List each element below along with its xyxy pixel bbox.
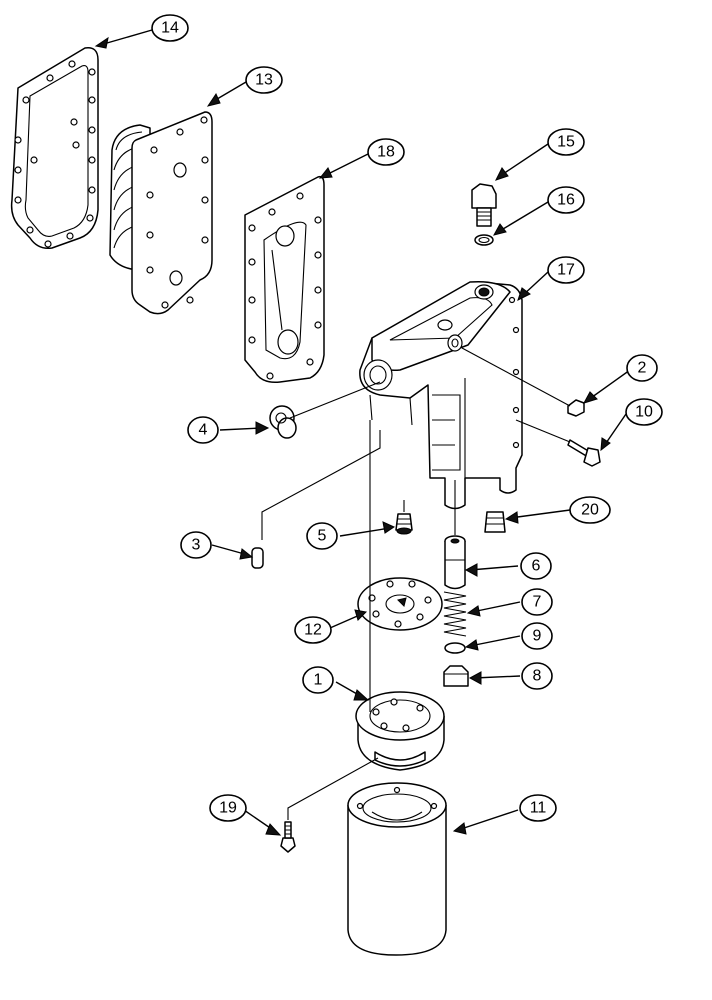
part-1-filter-adapter	[355, 691, 445, 771]
callout-19: 19	[209, 794, 247, 822]
callout-6-label: 6	[532, 558, 541, 575]
part-5-valve	[395, 513, 413, 535]
part-17-filter-housing	[359, 280, 523, 510]
callout-11-label: 11	[530, 800, 547, 817]
alignment-lines	[261, 347, 571, 820]
callout-15: 15	[547, 128, 585, 156]
callout-7: 7	[521, 588, 553, 616]
callout-18: 18	[367, 138, 405, 166]
part-6-piston	[444, 535, 466, 590]
callout-15-label: 15	[557, 134, 575, 151]
callout-8-label: 8	[533, 668, 542, 685]
part-7-spring	[443, 591, 467, 637]
callout-5: 5	[306, 522, 338, 550]
callout-1: 1	[302, 666, 334, 694]
part-8-plug	[443, 665, 469, 687]
callout-14-label: 14	[161, 20, 179, 37]
part-15-plug	[471, 183, 497, 227]
callout-5-label: 5	[318, 528, 327, 545]
callout-9-label: 9	[533, 628, 542, 645]
callout-1-label: 1	[314, 672, 323, 689]
callout-10-label: 10	[635, 404, 653, 421]
part-18-gasket	[244, 175, 325, 384]
callout-2-label: 2	[638, 360, 647, 377]
callout-13-label: 13	[255, 72, 273, 89]
part-19-screw	[280, 821, 296, 853]
callout-12: 12	[294, 616, 332, 644]
part-4-plug	[269, 405, 297, 439]
callout-13: 13	[245, 66, 283, 94]
callout-19-label: 19	[219, 800, 237, 817]
part-11-filter	[347, 782, 447, 956]
part-3-dowel-pin	[251, 547, 264, 569]
part-14-gasket	[10, 47, 99, 250]
part-12-plate	[357, 577, 443, 631]
callout-4-label: 4	[199, 422, 208, 439]
part-13-oil-cooler	[109, 111, 213, 315]
callout-14: 14	[151, 14, 189, 42]
callout-20-label: 20	[581, 502, 599, 519]
callout-12-label: 12	[304, 622, 322, 639]
callout-7-label: 7	[533, 594, 542, 611]
part-9-o-ring	[444, 642, 466, 654]
part-2-plug	[567, 399, 585, 417]
callout-18-label: 18	[377, 144, 395, 161]
callout-3: 3	[180, 531, 212, 559]
callout-9: 9	[521, 622, 553, 650]
callout-11: 11	[519, 794, 557, 822]
leader-lines	[94, 29, 631, 836]
callout-17-label: 17	[557, 262, 575, 279]
callout-2: 2	[626, 354, 658, 382]
callout-6: 6	[520, 552, 552, 580]
part-20-spring-cap	[484, 511, 506, 533]
part-10-bolt	[567, 439, 601, 467]
part-16-o-ring	[474, 234, 494, 246]
callout-20: 20	[569, 496, 611, 524]
callout-4: 4	[187, 416, 219, 444]
callout-10: 10	[625, 398, 663, 426]
callout-16: 16	[547, 186, 585, 214]
callout-16-label: 16	[557, 192, 575, 209]
callout-8: 8	[521, 662, 553, 690]
callout-3-label: 3	[192, 537, 201, 554]
callout-17: 17	[547, 256, 585, 284]
